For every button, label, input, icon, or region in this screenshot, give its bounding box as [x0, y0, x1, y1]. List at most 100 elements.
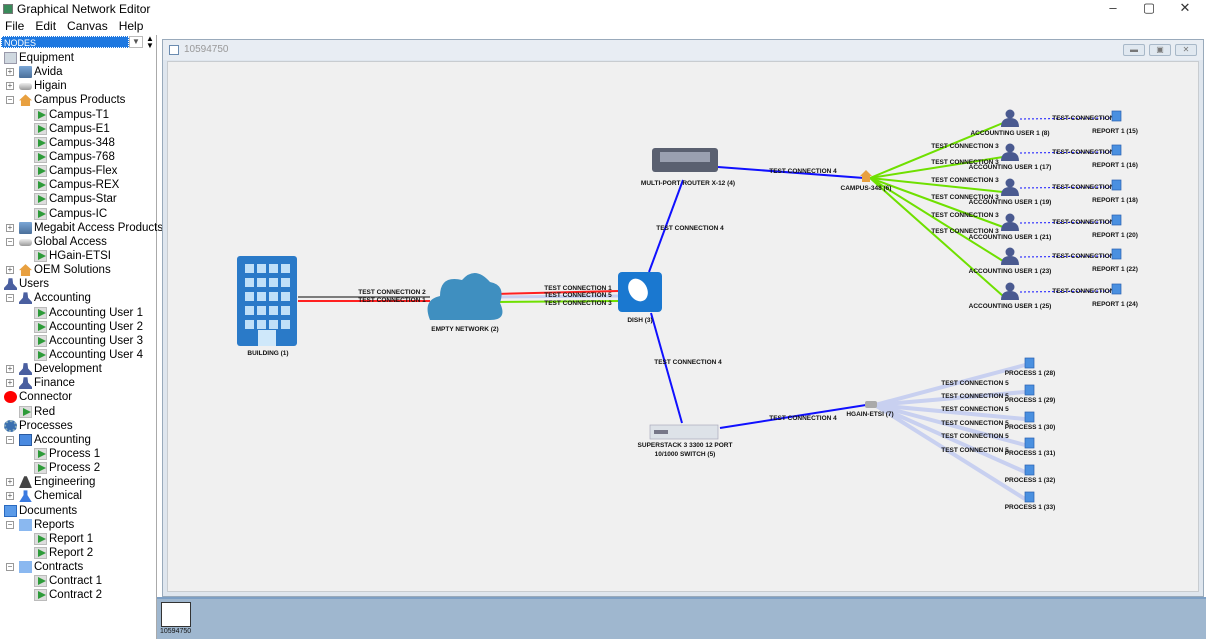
tree-item[interactable]: Campus-Flex — [0, 164, 156, 178]
tree-item[interactable]: +Avida — [0, 65, 156, 79]
expand-icon[interactable]: + — [6, 67, 14, 77]
expand-icon[interactable]: + — [6, 364, 14, 374]
tree-item[interactable]: Report 1 — [0, 532, 156, 546]
tree-item[interactable]: Process 1 — [0, 447, 156, 461]
close-button[interactable]: ✕ — [1179, 0, 1191, 15]
tree-item[interactable]: Documents — [0, 504, 156, 518]
tree-item[interactable]: +Finance — [0, 376, 156, 390]
tree-item[interactable]: +Higain — [0, 79, 156, 93]
expand-icon[interactable]: + — [6, 265, 14, 275]
expand-icon[interactable]: + — [6, 477, 14, 487]
tree-item[interactable]: Accounting User 2 — [0, 320, 156, 334]
tree-item[interactable]: Campus-IC — [0, 207, 156, 221]
report-node[interactable] — [1111, 179, 1122, 191]
tree-item-label: Global Access — [34, 235, 107, 248]
tree-item[interactable]: Accounting User 4 — [0, 348, 156, 362]
building-window — [269, 292, 278, 301]
chevron-down-icon[interactable]: ▼ — [129, 36, 143, 48]
collapse-icon[interactable]: − — [6, 236, 14, 246]
tree-item[interactable]: Campus-768 — [0, 150, 156, 164]
report-node[interactable] — [1111, 110, 1122, 122]
process-node[interactable] — [1024, 491, 1035, 503]
internal-minimize-button[interactable]: ▬ — [1123, 44, 1145, 56]
minimize-button[interactable]: – — [1109, 0, 1117, 15]
user-node[interactable] — [1001, 247, 1019, 266]
internal-close-button[interactable]: ✕ — [1175, 44, 1197, 56]
tree-item[interactable]: −Campus Products — [0, 93, 156, 107]
tree-item[interactable]: Processes — [0, 419, 156, 433]
report-node[interactable] — [1111, 214, 1122, 226]
tree-item[interactable]: Contract 2 — [0, 588, 156, 602]
expand-icon[interactable]: + — [6, 222, 14, 232]
tree-item[interactable]: +Development — [0, 362, 156, 376]
hgain-node[interactable] — [865, 401, 877, 408]
menu-canvas[interactable]: Canvas — [67, 19, 108, 33]
user-node[interactable] — [1001, 282, 1019, 301]
user-node[interactable] — [1001, 178, 1019, 197]
tree-item[interactable]: +OEM Solutions — [0, 263, 156, 277]
user-node[interactable] — [1001, 109, 1019, 128]
campus-node[interactable] — [860, 170, 872, 182]
process-node[interactable] — [1024, 357, 1035, 369]
tree-item[interactable]: Campus-T1 — [0, 108, 156, 122]
expand-icon[interactable]: + — [6, 81, 14, 91]
tree-item[interactable]: +Chemical — [0, 489, 156, 503]
process-node[interactable] — [1024, 411, 1035, 423]
dish-node[interactable] — [618, 272, 662, 312]
tree-item-label: Contracts — [34, 561, 84, 574]
tree-item[interactable]: Campus-Star — [0, 192, 156, 206]
tree-item[interactable]: −Accounting — [0, 433, 156, 447]
switch-node[interactable] — [649, 424, 719, 440]
user-icon — [19, 377, 32, 390]
collapse-icon[interactable]: − — [6, 434, 14, 444]
menu-edit[interactable]: Edit — [35, 19, 57, 33]
tree-item[interactable]: Accounting User 1 — [0, 306, 156, 320]
spinner-icon[interactable]: ▲▼ — [146, 34, 154, 50]
tree-item[interactable]: Accounting User 3 — [0, 334, 156, 348]
report-node[interactable] — [1111, 248, 1122, 260]
internal-window-titlebar[interactable]: 10594750 ▬ ▣ ✕ — [163, 40, 1203, 60]
building-node[interactable] — [237, 256, 297, 346]
process-node[interactable] — [1024, 437, 1035, 449]
tree-item[interactable]: −Reports — [0, 518, 156, 532]
expand-icon[interactable]: + — [6, 378, 14, 388]
tree-item[interactable]: Equipment — [0, 51, 156, 65]
expand-icon[interactable]: + — [6, 491, 14, 501]
cloud-node[interactable] — [427, 272, 503, 320]
tree-item[interactable]: Connector — [0, 390, 156, 404]
tree-item[interactable]: Campus-E1 — [0, 122, 156, 136]
process-node[interactable] — [1024, 384, 1035, 396]
collapse-icon[interactable]: − — [6, 519, 14, 529]
tree-item[interactable]: −Accounting — [0, 291, 156, 305]
menu-help[interactable]: Help — [118, 19, 144, 33]
collapse-icon[interactable]: − — [6, 562, 14, 572]
network-canvas[interactable] — [167, 61, 1199, 592]
tree-item[interactable]: − Contracts — [0, 560, 156, 574]
report-node[interactable] — [1111, 144, 1122, 156]
collapse-icon[interactable]: − — [6, 95, 14, 105]
collapse-icon[interactable]: − — [6, 293, 14, 303]
process-node[interactable] — [1024, 464, 1035, 476]
internal-maximize-button[interactable]: ▣ — [1149, 44, 1171, 56]
tree-item[interactable]: Red — [0, 405, 156, 419]
tree-item-label: Process 2 — [49, 462, 101, 475]
router-node[interactable] — [652, 148, 718, 172]
tree-item[interactable]: +Megabit Access Products — [0, 221, 163, 235]
user-node[interactable] — [1001, 213, 1019, 232]
tree-item[interactable]: − Global Access — [0, 235, 156, 249]
menu-file[interactable]: File — [5, 19, 25, 33]
tree-item[interactable]: +Engineering — [0, 475, 156, 489]
user-icon — [1005, 247, 1015, 257]
maximize-button[interactable]: ▢ — [1142, 0, 1156, 15]
tree-item[interactable]: Campus-REX — [0, 178, 156, 192]
tree-item[interactable]: Campus-348 — [0, 136, 156, 150]
tree-item[interactable]: Contract 1 — [0, 574, 156, 588]
tree-item[interactable]: Report 2 — [0, 546, 156, 560]
user-node[interactable] — [1001, 143, 1019, 162]
tree-item[interactable]: HGain-ETSI — [0, 249, 156, 263]
tree-item[interactable]: Users — [0, 277, 156, 291]
window-thumbnail[interactable] — [161, 602, 191, 627]
node-type-select[interactable]: NODES — [1, 36, 129, 48]
tree-item[interactable]: Process 2 — [0, 461, 156, 475]
report-node[interactable] — [1111, 283, 1122, 295]
